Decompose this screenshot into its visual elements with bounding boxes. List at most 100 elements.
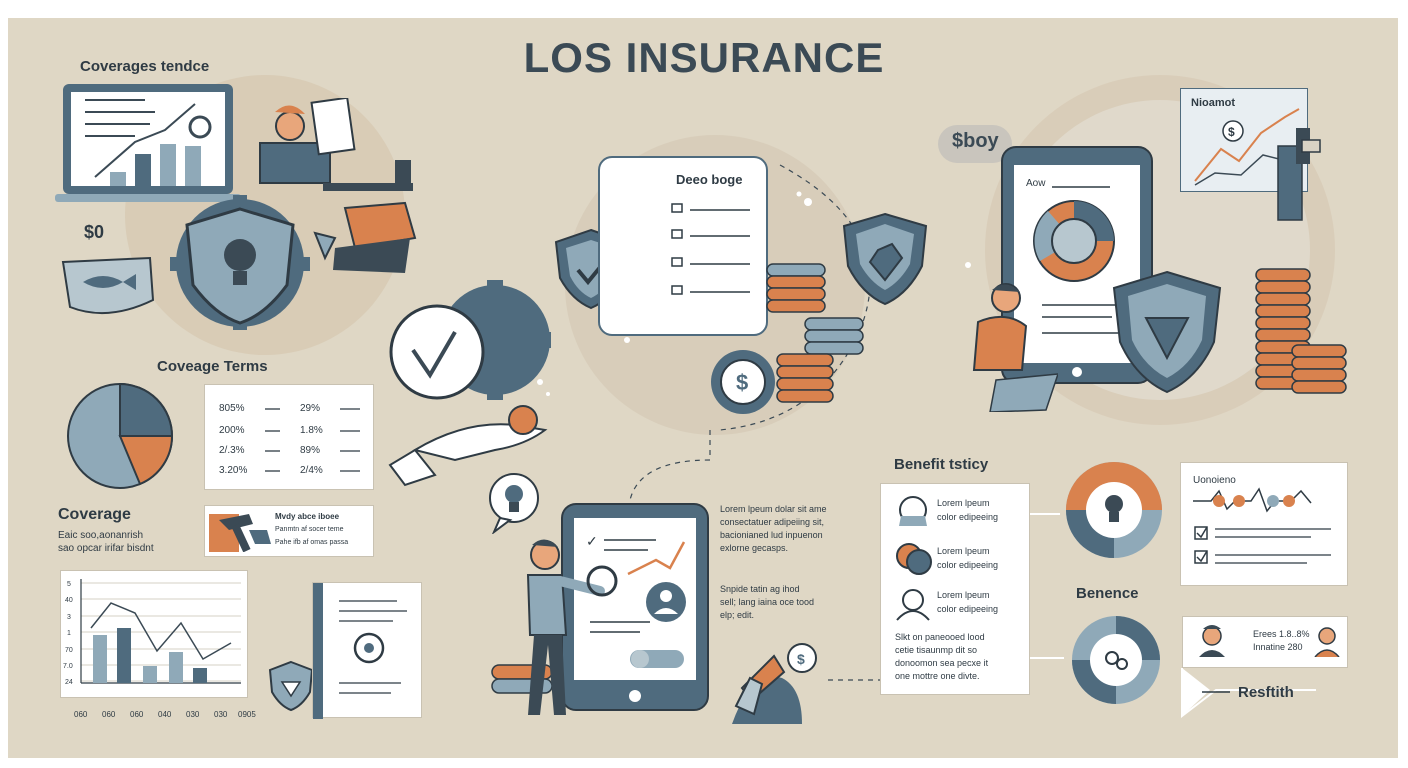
terms-cell: 3.20%	[219, 465, 248, 476]
lightbulb-icon	[224, 239, 256, 271]
tablet-icon: ✓	[561, 503, 709, 711]
svg-text:✓: ✓	[586, 533, 598, 549]
coverage-heading: Coverage	[58, 506, 131, 523]
shield-icon	[842, 212, 928, 306]
benefit-heading: Benefit tsticy	[894, 456, 989, 473]
money-fish-icon	[61, 256, 155, 315]
lorem-line: Snpide tatin ag ihod	[720, 584, 800, 594]
small-card-line: Pahe ifb af omas passa	[275, 539, 349, 546]
y-tick: 70	[65, 647, 73, 654]
laptop-chart-icon	[55, 84, 241, 202]
y-tick: 5	[67, 581, 71, 588]
x-tick: 030	[214, 710, 228, 719]
benefit-item-title: Lorem lpeum	[937, 590, 990, 600]
coverage-terms-table: 805% 29% 200% 1.8% 2/.3% 89% 3.20% 2/4%	[204, 384, 374, 490]
small-card-title: Mvdy abce iboee	[275, 512, 340, 521]
stat-line: Innatine 280	[1253, 642, 1303, 652]
benefit-item-text: color edipeeing	[937, 604, 999, 614]
x-tick: 060	[130, 710, 144, 719]
coverage-terms-heading: Coveage Terms	[157, 358, 268, 375]
lorem-line: bacionianed lud inpuenon	[720, 530, 823, 540]
price-label: $0	[84, 222, 105, 242]
terms-cell: 200%	[219, 425, 245, 436]
lorem-line: elp; edit.	[720, 610, 755, 620]
result-label: Resftith	[1238, 684, 1294, 701]
x-tick: 040	[158, 710, 172, 719]
tablet-label: Aow	[1026, 178, 1046, 189]
person-icon	[660, 590, 672, 602]
benefit-item-title: Lorem lpeum	[937, 498, 990, 508]
benefit-text-line: one mottre one divte.	[895, 671, 980, 681]
benefit-item-text: color edipeeing	[937, 560, 999, 570]
lorem-line: exlorne gecasps.	[720, 543, 789, 553]
bar	[117, 628, 131, 683]
dollar-icon	[508, 405, 538, 435]
hammer-icon	[209, 514, 271, 552]
small-card-line: Panmtn af socer teme	[275, 526, 344, 533]
result-callout	[1181, 668, 1316, 718]
document-title: Deeo boge	[676, 172, 743, 187]
checkmark-gear-icon	[388, 280, 551, 487]
coverage-bar-chart: 5 40 3 1 70 7.0 24	[60, 570, 248, 698]
x-tick: 060	[74, 710, 88, 719]
dollar-icon: $	[797, 651, 805, 667]
page-title: LOS INSURANCE	[523, 34, 885, 81]
gear-icon	[353, 632, 385, 664]
x-tick: 030	[186, 710, 200, 719]
stats-card: Erees 1.8..8% Innatine 280	[1182, 616, 1348, 668]
price-tag-bubble	[938, 125, 1012, 163]
donut-chart-icon	[1072, 616, 1160, 704]
y-tick: 7.0	[63, 663, 73, 670]
bar	[143, 666, 157, 683]
person-icon	[972, 283, 1058, 412]
benefit-text-line: Slkt on paneooed lood	[895, 632, 985, 642]
terms-cell: 89%	[300, 445, 321, 456]
document-icon	[312, 582, 422, 719]
benefit-text-line: donoomon sea pecxe it	[895, 658, 989, 668]
terms-cell: 2/.3%	[219, 445, 245, 456]
person-pointing-icon	[491, 539, 618, 715]
coin-stack-icon	[1255, 268, 1347, 394]
benefit-item-text: color edipeeing	[937, 512, 999, 522]
shield-icon	[268, 660, 314, 712]
shield-gear-icon	[170, 195, 310, 330]
coverage-small-card: Mvdy abce iboee Panmtn af socer teme Pah…	[204, 505, 374, 557]
benefit-panel: Lorem lpeum color edipeeing Lorem lpeum …	[880, 483, 1030, 695]
trend-chart-title: Nioamot	[1191, 97, 1235, 109]
document-scroll: Deeo boge	[598, 156, 768, 336]
price-tag: $boy	[952, 130, 999, 152]
dollar-icon: $	[736, 370, 748, 395]
coverage-text-line: Eaic soo,aonanrish	[58, 530, 144, 541]
coverage-tendencies-heading: Coverages tendce	[80, 58, 210, 75]
terms-cell: 1.8%	[300, 425, 323, 436]
bar	[169, 652, 183, 683]
lightbulb-icon	[1105, 495, 1123, 513]
x-tick: 060	[102, 710, 116, 719]
benence-heading: Benence	[1076, 585, 1139, 602]
checklist-card: Uonoieno	[1180, 462, 1348, 586]
donut-chart-icon	[1066, 462, 1162, 558]
dollar-icon: $	[1228, 125, 1235, 139]
bar	[193, 668, 207, 683]
person-icon	[1318, 627, 1336, 645]
y-tick: 1	[67, 630, 71, 637]
gear-icon	[188, 115, 212, 139]
lorem-line: sell; lang iaina oce tood	[720, 597, 815, 607]
pie-chart-icon	[67, 382, 174, 489]
shield-icon	[1112, 270, 1222, 394]
faucet-icon	[1277, 128, 1321, 221]
gear-icon	[586, 565, 618, 597]
y-tick: 24	[65, 679, 73, 686]
coverage-text-line: sao opcar irifar bisdnt	[58, 543, 154, 554]
terms-cell: 29%	[300, 403, 321, 414]
checklist-title: Uonoieno	[1193, 475, 1236, 486]
y-tick: 3	[67, 614, 71, 621]
lorem-line: Lorem lpeum dolar sit ame	[720, 504, 827, 514]
bar	[93, 635, 107, 683]
terms-cell: 805%	[219, 403, 245, 414]
megaphone-icon: $	[732, 643, 817, 724]
gear-icon	[1105, 651, 1119, 665]
benefit-text-line: cetie tisaunmp dit so	[895, 645, 978, 655]
